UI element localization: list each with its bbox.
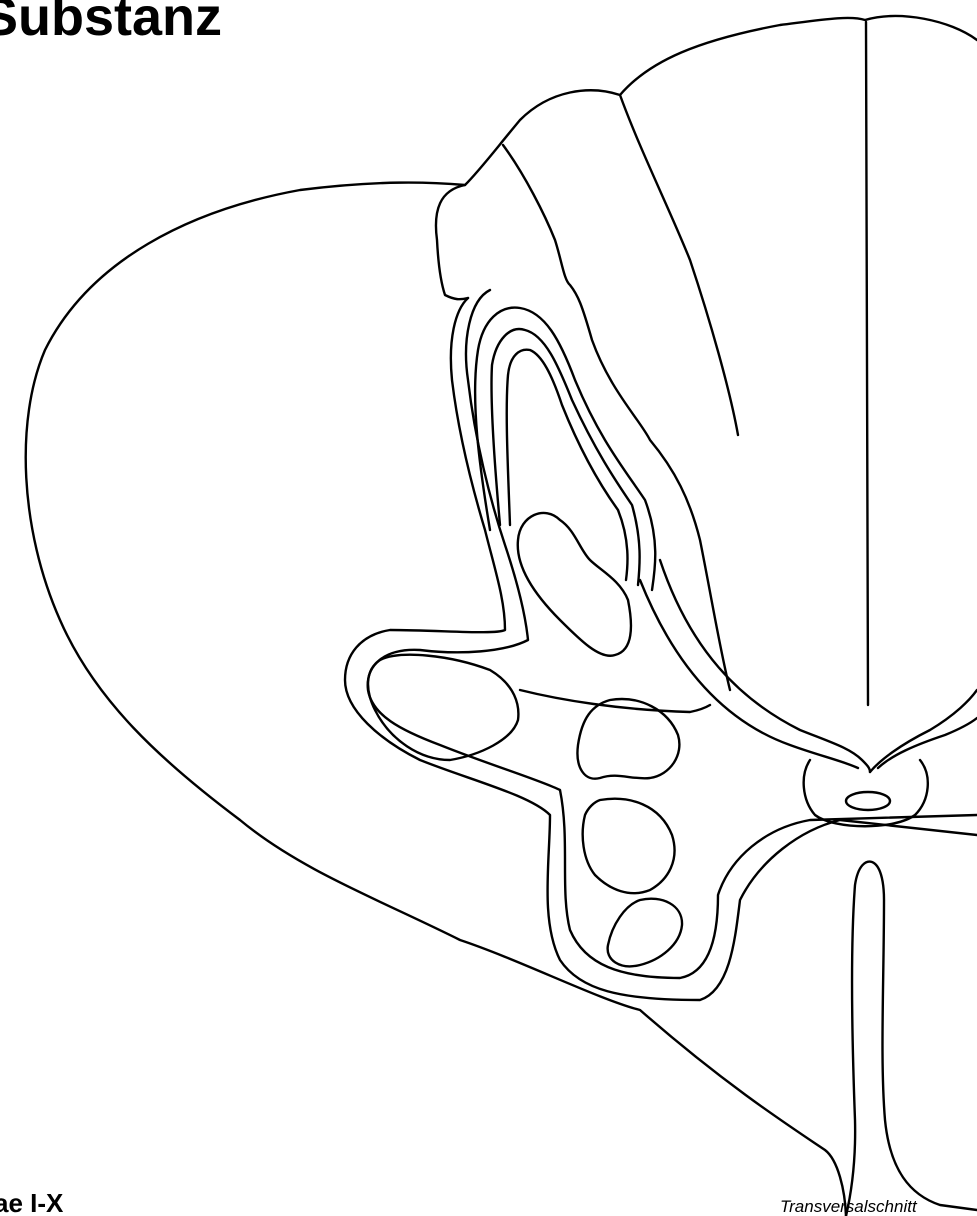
dorsal-column-lower-left — [660, 560, 870, 772]
dorsal-root-entry-zone — [503, 145, 730, 690]
dorsal-horn-outer — [345, 298, 977, 1000]
cord-outer-outline — [26, 16, 977, 1216]
lamina-loop-outer — [475, 308, 655, 590]
fasciculus-cuneatus-boundary — [620, 95, 738, 435]
dorsal-column-lower-right — [870, 690, 977, 772]
ventral-median-fissure — [846, 862, 977, 1216]
lamina-loop-inner — [507, 350, 628, 580]
central-canal — [846, 792, 890, 810]
dorsal-horn-inner — [368, 290, 977, 978]
lateral-wedge-outline — [436, 185, 468, 299]
section-caption: Transversalschnitt — [780, 1197, 917, 1216]
nucleus-ventral-upper — [583, 799, 675, 893]
dorsal-column-lower-right-inner — [878, 718, 977, 768]
lamina-loop-middle — [492, 329, 640, 585]
laminae-label: ae I-X — [0, 1188, 63, 1216]
lamina-divider — [520, 690, 710, 712]
nucleus-ventral-lower — [608, 899, 682, 967]
dorsal-median-septum — [866, 22, 868, 705]
nucleus-dorsal — [518, 513, 631, 656]
